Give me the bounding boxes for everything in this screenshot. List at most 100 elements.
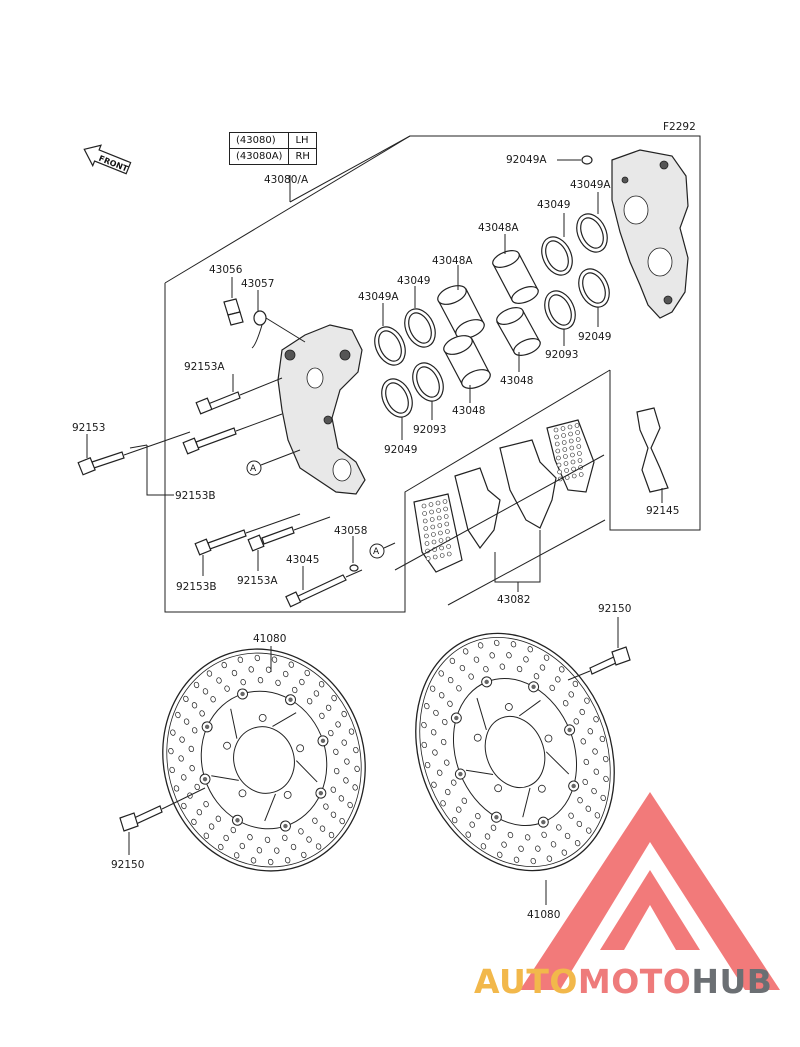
bolt-axis-1: [239, 377, 283, 396]
label-92049-left: 92049: [384, 444, 417, 456]
label-92093-right: 92093: [545, 349, 578, 361]
disc-bolt-right-axis: [567, 670, 591, 681]
pad-spring: [636, 407, 669, 493]
ref-a-text-1: A: [250, 464, 257, 474]
label-92153a-bottom: 92153A: [237, 575, 278, 587]
table-row: (43080) LH: [228, 132, 317, 149]
label-92150-right: 92150: [598, 603, 631, 615]
label-43057: 43057: [241, 278, 274, 290]
disc-bolt-left-axis: [161, 787, 206, 810]
bolt-92153b-bottom: [194, 529, 247, 556]
ring-43049-left: [404, 308, 436, 348]
watermark-moto: MOTO: [577, 962, 692, 1001]
label-41080-left: 41080: [253, 633, 286, 645]
bracket-92153b: [146, 445, 174, 496]
label-assy: 43080/A: [264, 174, 309, 186]
label-43048a-top: 43048A: [478, 222, 519, 234]
ring-43049a-left: [374, 326, 406, 366]
ref-a-text-2: A: [373, 547, 380, 557]
bleeder-cap: [251, 310, 267, 349]
pin-clip-43058: [349, 564, 359, 572]
disc-bolt-left: [119, 805, 163, 832]
label-41080-right: 41080: [527, 909, 560, 921]
table-cell-part: (43080A): [228, 148, 290, 165]
pin-43045: [285, 574, 347, 608]
bracket-92153b-b: [129, 444, 148, 449]
bolt-axis-2: [235, 413, 283, 432]
pad-frame: [404, 369, 611, 590]
brake-pad-1: [413, 493, 463, 573]
label-43049-top: 43049: [537, 199, 570, 211]
label-43045: 43045: [286, 554, 319, 566]
bolt-92153a-bottom: [247, 526, 295, 552]
watermark-logo-icon: [520, 792, 780, 990]
disc-bolt-right: [589, 646, 631, 675]
brake-pad-4: [546, 419, 595, 493]
caliper-side-table: (43080) LH (43080A) RH: [228, 132, 317, 165]
ring-92049-right: [578, 268, 610, 308]
ring-92093-right: [544, 290, 576, 330]
label-43048-left: 43048: [452, 405, 485, 417]
bolt-axis-3: [123, 431, 191, 456]
label-43048-right: 43048: [500, 375, 533, 387]
ring-43049a-right: [576, 213, 608, 253]
label-43082: 43082: [497, 594, 530, 606]
leader-43057-b: [265, 317, 306, 343]
pad-axis-1: [394, 454, 605, 571]
ref-a-line-2: [383, 542, 396, 549]
table-cell-side: LH: [288, 132, 317, 149]
watermark-text: AUTOMOTOHUB: [474, 962, 772, 1001]
pad-axis-2: [447, 519, 606, 606]
assy-frame-left: [164, 283, 406, 613]
piston-43048-left: [443, 335, 491, 389]
label-92049a: 92049A: [506, 154, 547, 166]
label-92049-right: 92049: [578, 331, 611, 343]
label-43049a-left: 43049A: [358, 291, 399, 303]
label-43056: 43056: [209, 264, 243, 276]
caliper-outer-half: [611, 149, 689, 319]
bolt-axis-4: [245, 513, 301, 534]
ref-a-line-1: [260, 449, 301, 466]
watermark-auto: AUTO: [474, 962, 578, 1001]
bracket-43082: [494, 530, 541, 583]
bolt-92153: [77, 451, 125, 476]
brake-pad-3: [499, 439, 557, 529]
caliper-inner-half: [277, 324, 366, 495]
label-92153: 92153: [72, 422, 105, 434]
label-92153b-bottom: 92153B: [176, 581, 217, 593]
label-43049a-top: 43049A: [570, 179, 611, 191]
label-92145: 92145: [646, 505, 679, 517]
label-43058: 43058: [334, 525, 367, 537]
assy-frame-right: [164, 135, 701, 531]
label-92150-left: 92150: [111, 859, 144, 871]
table-cell-side: RH: [288, 148, 317, 165]
piston-43048a-top: [492, 250, 539, 304]
label-92093-mid: 92093: [413, 424, 446, 436]
ref-a-marker-1: A: [246, 460, 262, 476]
seal-cap-92049a: [581, 155, 593, 165]
table-cell-part: (43080): [228, 132, 290, 149]
watermark-hub: HUB: [691, 962, 773, 1001]
ring-92093-left: [412, 362, 444, 402]
brake-disc-left: [162, 648, 366, 872]
label-92153b-mid: 92153B: [175, 490, 216, 502]
label-43049-left: 43049: [397, 275, 430, 287]
bolt-axis-5: [293, 516, 331, 531]
figure-code: F2292: [663, 121, 696, 133]
brake-pad-2: [454, 467, 501, 550]
label-43048a-mid: 43048A: [432, 255, 473, 267]
ref-a-marker-2: A: [369, 543, 385, 559]
bleeder-valve: [223, 298, 244, 326]
piston-43048a-mid: [437, 285, 485, 339]
ring-43049-right: [541, 236, 573, 276]
bolt-mid: [182, 427, 237, 455]
piston-43048-right: [496, 307, 541, 356]
front-direction-arrow-icon: FRONT: [83, 144, 132, 175]
table-row: (43080A) RH: [228, 148, 317, 165]
assy-leader-2: [289, 135, 411, 203]
bolt-92153a-top: [195, 391, 241, 415]
brake-disc-right: [415, 632, 615, 872]
label-92153a-top: 92153A: [184, 361, 225, 373]
